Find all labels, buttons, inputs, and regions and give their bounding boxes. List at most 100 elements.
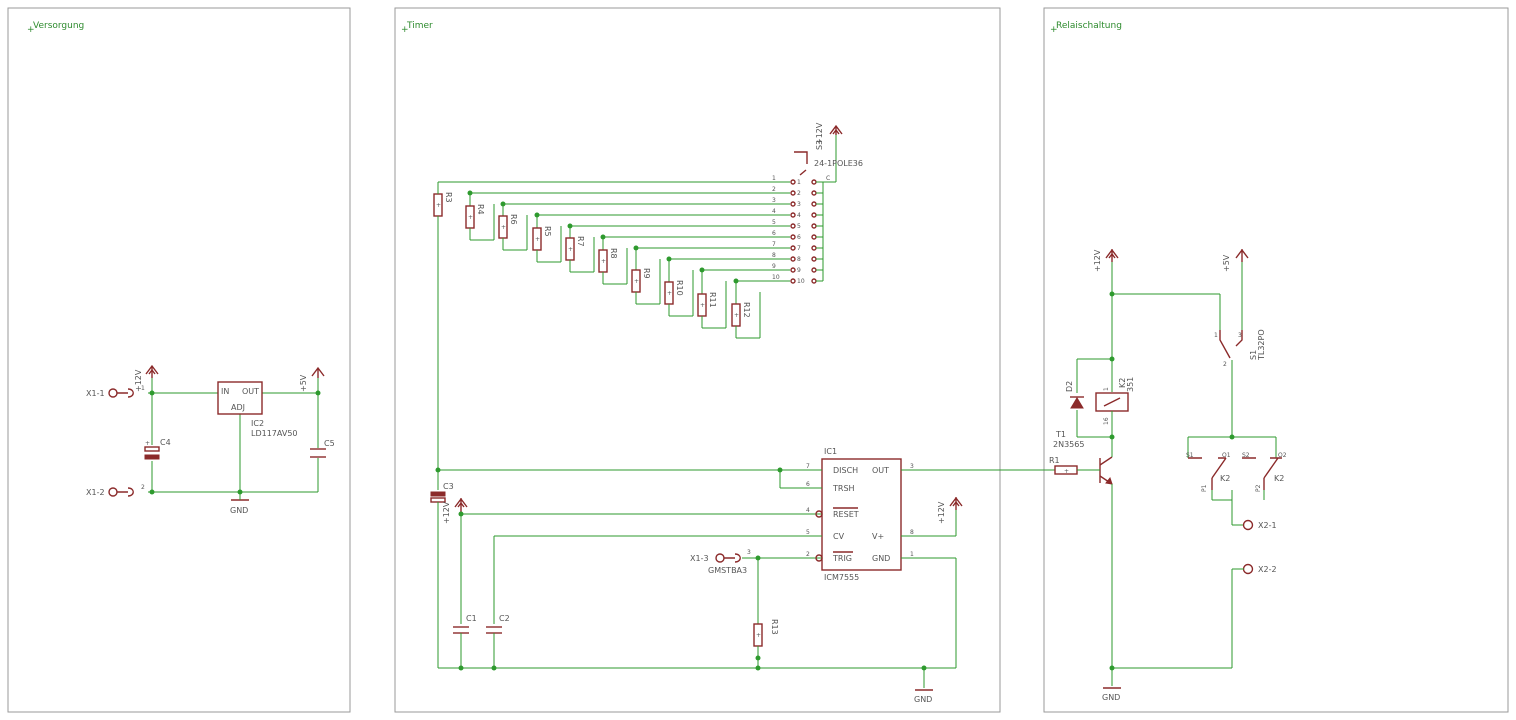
supply-arrow-icon xyxy=(145,364,159,378)
contact-p2-label: P2 xyxy=(1255,484,1262,492)
supply-arrow-icon xyxy=(311,366,325,378)
switch-contact-icon xyxy=(811,267,817,273)
s1-name: S1 xyxy=(1249,350,1258,360)
ic2-pin-in: IN xyxy=(221,387,229,396)
switch-position-label: 7 xyxy=(772,241,776,248)
s3-common-label: C xyxy=(826,175,830,182)
resistor-polarity-mark: + xyxy=(501,224,506,231)
d2-label: D2 xyxy=(1065,381,1074,392)
supply-arrow-icon xyxy=(829,124,843,135)
ic1-pin-label: GND xyxy=(872,554,890,563)
contact-p1-label: P1 xyxy=(1201,484,1208,492)
switch-contact-icon xyxy=(811,201,817,207)
section-title-relais: Relaischaltung xyxy=(1056,21,1122,31)
resistor-polarity-mark: + xyxy=(436,202,441,209)
rotary-switch-s3: +12V S3 24-1POLE36 C xyxy=(794,122,863,183)
switch-contact-number: 5 xyxy=(797,223,801,230)
ic1-v12-label: +12V xyxy=(937,501,946,524)
x1-3-label: X1-3 xyxy=(690,554,709,563)
k2-contact-a-icon xyxy=(1188,457,1227,490)
ic2-box xyxy=(217,381,263,415)
r8-label: R8 xyxy=(609,248,618,259)
k2-pin16: 16 xyxy=(1103,417,1110,425)
switch-actuator-icon xyxy=(794,151,808,164)
resistor-polarity-mark: + xyxy=(700,302,705,309)
section-title-timer: Timer xyxy=(406,21,433,31)
switch-contact-icon xyxy=(790,201,796,207)
s1-pin2: 2 xyxy=(1223,361,1227,368)
r9-label: R9 xyxy=(642,268,651,279)
switch-position-label: 3 xyxy=(772,197,776,204)
switch-position-label: 6 xyxy=(772,230,776,237)
r12-label: R12 xyxy=(742,302,751,318)
gnd-label: GND xyxy=(230,506,248,515)
r7-label: R7 xyxy=(576,236,585,247)
v5-label: +5V xyxy=(299,374,308,392)
contact-o2-label: O2 xyxy=(1278,452,1287,459)
s3-value: 24-1POLE36 xyxy=(814,159,863,168)
resistor-polarity-mark: + xyxy=(634,278,639,285)
timer-gnd-label: GND xyxy=(914,695,932,704)
resistor-polarity-mark: + xyxy=(734,312,739,319)
switch-contact-number: 3 xyxy=(797,201,801,208)
ic1-pin-label: V+ xyxy=(872,532,884,541)
relay-gnd-label: GND xyxy=(1102,693,1120,702)
r3-label: R3 xyxy=(444,192,453,203)
ic1-pin-label: DISCH xyxy=(833,466,858,475)
k2-name: K2 xyxy=(1118,378,1127,388)
s1-switch-icon xyxy=(1219,330,1243,359)
ic1-pin-number: 8 xyxy=(910,529,914,536)
switch-contact-number: 7 xyxy=(797,245,801,252)
s3-name: S3 xyxy=(815,140,824,150)
section-title-versorgung: Versorgung xyxy=(33,21,84,31)
switch-contact-icon xyxy=(790,223,796,229)
switch-position-label: 9 xyxy=(772,263,776,270)
s1-value: TL32PO xyxy=(1257,329,1266,361)
r13-label: R13 xyxy=(770,619,779,635)
switch-position-label: 4 xyxy=(772,208,776,215)
c4-label: C4 xyxy=(160,438,171,447)
switch-position-label: 10 xyxy=(772,274,780,281)
svg-text:+: + xyxy=(1064,468,1069,475)
ic2-name: IC2 xyxy=(251,419,264,428)
ic1-value: ICM7555 xyxy=(824,573,859,582)
timer-circuit: 1+R32+R43+R64+R55+R76+R87+R98+R109+R1110… xyxy=(430,122,1055,704)
ic1-pin-number: 4 xyxy=(806,507,810,514)
c3-label: C3 xyxy=(443,482,454,491)
k2-value: 351 xyxy=(1126,377,1135,392)
ic1-pin-label: OUT xyxy=(872,466,889,475)
relais-frame xyxy=(1043,7,1509,713)
x1-1-pin: 1 xyxy=(141,385,145,392)
ic1-pin-label: TRIG xyxy=(832,554,852,563)
resistor-polarity-mark: + xyxy=(568,246,573,253)
ic2-value: LD117AV50 xyxy=(251,429,298,438)
x2-1-terminal-icon xyxy=(1242,519,1254,531)
ic1-name: IC1 xyxy=(824,447,837,456)
r5-label: R5 xyxy=(543,226,552,237)
x1-1-terminal-icon xyxy=(108,388,118,398)
switch-contact-icon xyxy=(811,179,817,185)
inverted-pin-icon xyxy=(815,554,823,562)
switch-contact-number: 8 xyxy=(797,256,801,263)
c2-label: C2 xyxy=(499,614,510,623)
switch-contact-icon xyxy=(790,212,796,218)
ic2-pin-adj: ADJ xyxy=(231,403,245,412)
origin-cross: + xyxy=(401,25,409,35)
c5-capacitor-icon xyxy=(310,448,326,458)
switch-contact-icon xyxy=(790,256,796,262)
origin-cross: + xyxy=(1050,25,1058,35)
ic2-pin-out: OUT xyxy=(242,387,259,396)
ic1-pin-number: 3 xyxy=(910,463,914,470)
switch-contact-icon xyxy=(790,234,796,240)
svg-text:+: + xyxy=(145,440,150,447)
x1-3-value: GMSTBA3 xyxy=(708,566,747,575)
ic1-pin-number: 6 xyxy=(806,481,810,488)
switch-contact-number: 10 xyxy=(797,278,805,285)
contact-s1-label: S1 xyxy=(1186,452,1194,459)
ic1-pin-number: 2 xyxy=(806,551,810,558)
contact-o1-label: O1 xyxy=(1222,452,1231,459)
supply-arrow-icon xyxy=(1105,248,1119,262)
x1-2-terminal-icon xyxy=(108,487,118,497)
resistor-polarity-mark: + xyxy=(667,290,672,297)
x2-2-terminal-icon xyxy=(1242,563,1254,575)
